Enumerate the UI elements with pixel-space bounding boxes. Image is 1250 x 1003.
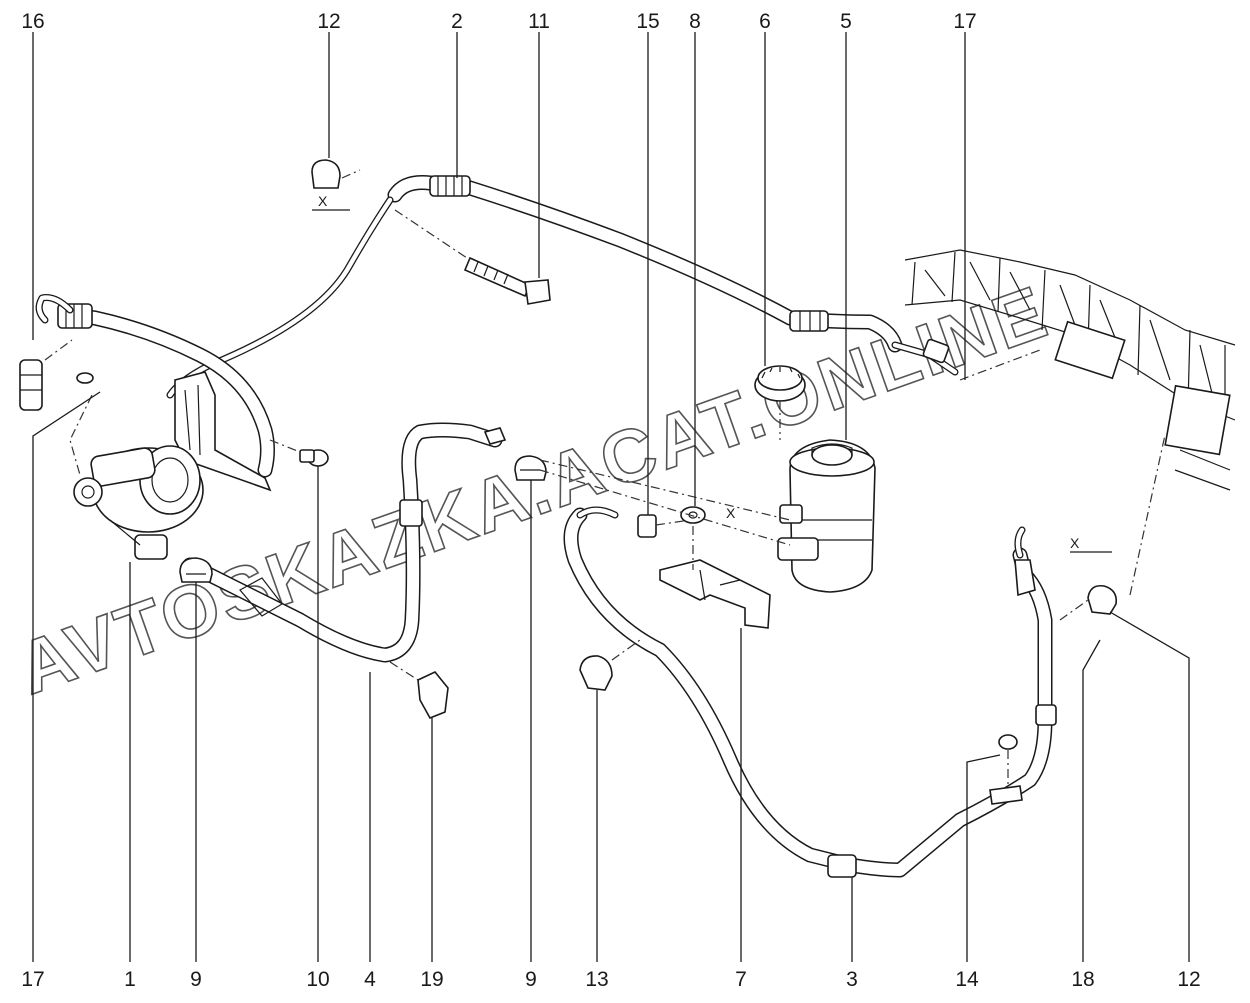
bolt-10 [269,439,329,467]
leader-lines-bottom [32,391,1190,962]
banjo-union-16 [19,339,73,411]
callout-3-bottom: 3 [846,968,858,991]
pressure-hose-4-upper [35,294,275,492]
callout-17-bottom: 17 [21,968,44,991]
steering-rack [904,249,1236,491]
leader-lines-top [32,32,966,515]
callout-19-bottom: 19 [420,968,443,991]
sealing-washer-17 [69,372,94,476]
callout-5-top: 5 [840,10,852,33]
nut-12-right: X [1059,434,1166,621]
callout-12-bottom: 12 [1177,968,1200,991]
callout-1-bottom: 1 [124,968,136,991]
dimension-mark-center: X [726,505,736,521]
bolt-11 [394,209,551,305]
callout-10-bottom: 10 [306,968,329,991]
callout-17-top: 17 [953,10,976,33]
callout-18-bottom: 18 [1071,968,1094,991]
callout-9-bottom-center: 9 [525,968,537,991]
callout-12-top: 12 [317,10,340,33]
callout-2-top: 2 [451,10,463,33]
bracket-13 [579,639,641,691]
power-steering-pump [73,445,204,560]
bolt-14 [989,734,1023,805]
callout-8-top: 8 [689,10,701,33]
return-hose-4 [182,422,503,663]
callouts-bottom: 17 1 9 10 4 19 9 13 7 3 14 18 12 [21,968,1200,991]
clamp-15 [637,514,691,538]
nut-12-top: X [311,159,361,211]
callout-7-bottom: 7 [735,968,747,991]
callout-11-top: 11 [528,10,550,33]
callout-13-bottom: 13 [585,968,608,991]
dimension-mark-top: X [318,193,328,209]
reservoir-bracket [659,559,771,629]
callout-14-bottom: 14 [955,968,979,991]
fluid-reservoir [777,439,876,593]
dimension-mark-right: X [1070,535,1080,551]
reservoir-cap [754,365,806,440]
bracket-19 [389,661,449,720]
return-hose-3 [563,506,1057,878]
reservoir-dash-links [539,349,1041,546]
callout-6-top: 6 [759,10,771,33]
hose-clip-9-left [179,557,213,583]
callout-9-bottom-left: 9 [190,968,202,991]
nut-8: X [680,505,736,570]
callout-16-top: 16 [21,10,44,33]
callout-15-top: 15 [636,10,659,33]
callouts-top: 16 12 2 11 15 8 6 5 17 [21,10,976,33]
callout-4-bottom: 4 [364,968,376,991]
